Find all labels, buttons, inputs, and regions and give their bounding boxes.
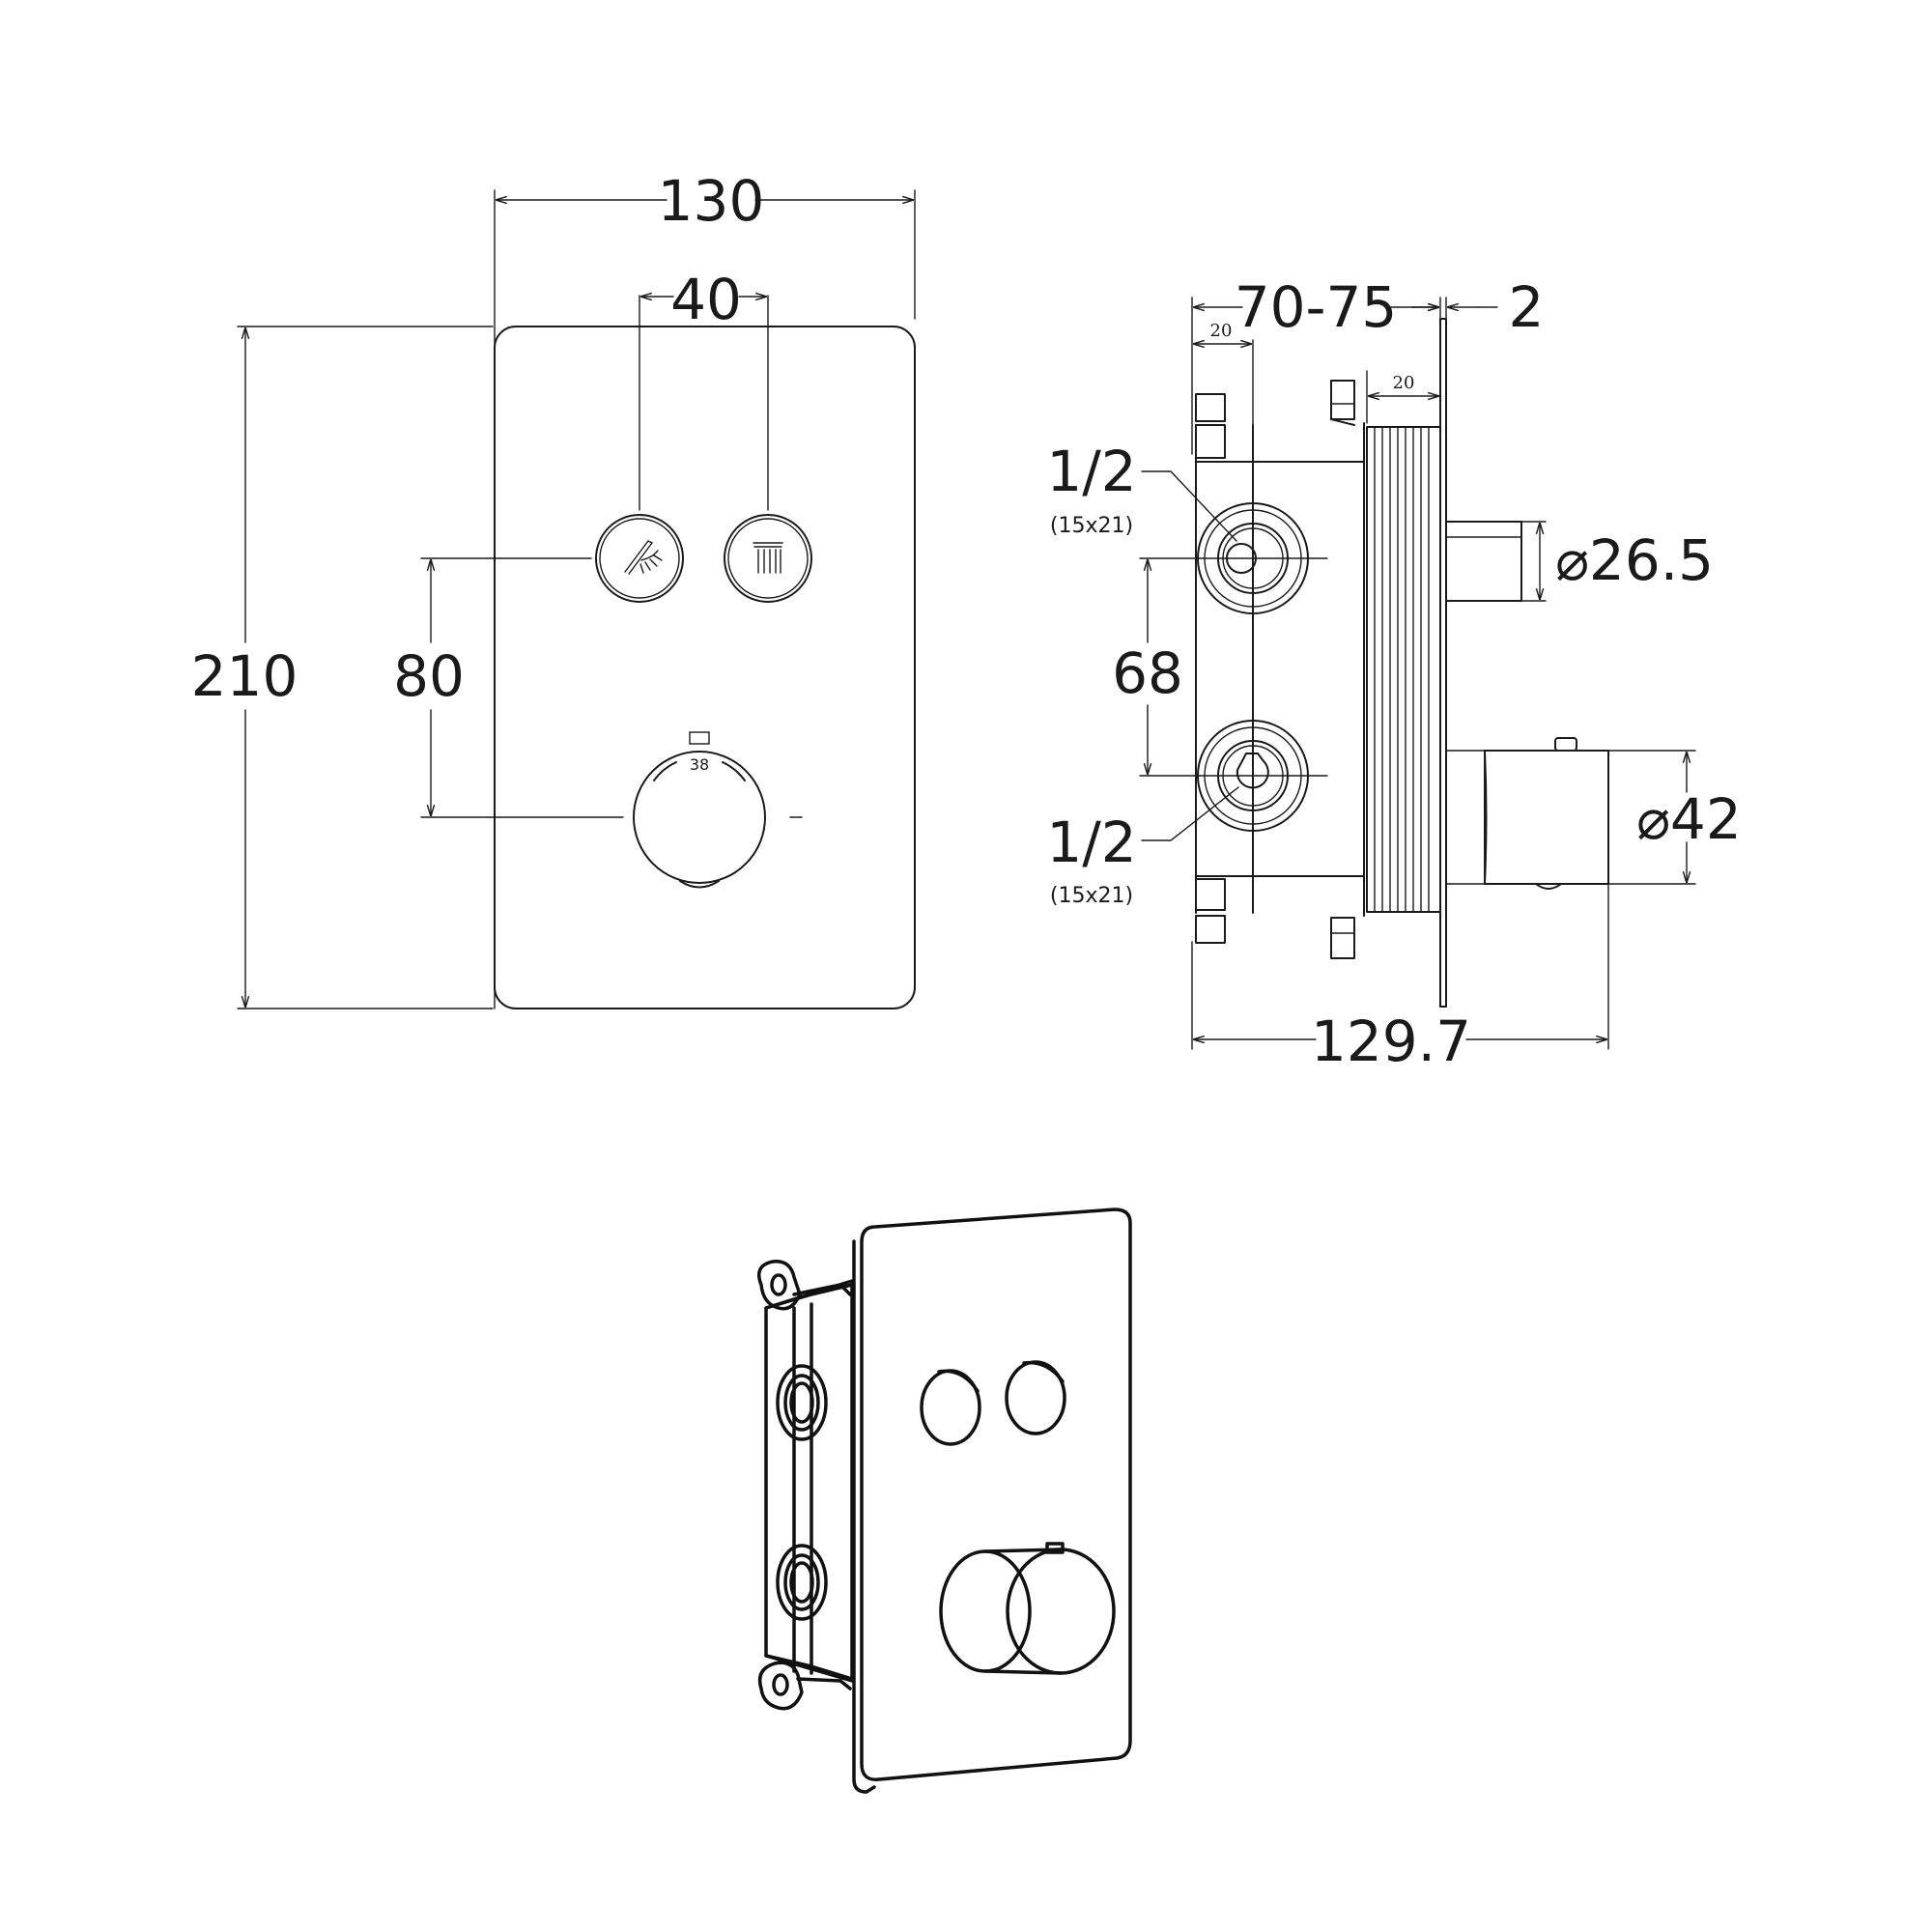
dim-label-width: 130 (658, 168, 765, 234)
button-overhead[interactable] (724, 514, 812, 603)
button-projection (1445, 521, 1522, 602)
threaded-sleeve (1366, 426, 1441, 913)
dim-label-offset-left: 20 (1210, 321, 1233, 341)
dim-button-spacing-40: 40 (639, 267, 769, 511)
dim-overall-depth-129-7: 129.7 (1191, 883, 1609, 1074)
perspective-view (757, 1208, 1132, 1794)
dim-plate-thickness-2: 2 (1411, 274, 1545, 340)
dim-knob-offset-80: 80 (393, 557, 624, 818)
knob-marking-38: 38 (690, 755, 709, 774)
dim-offset-left-20: 20 (1194, 321, 1254, 426)
button-handheld[interactable] (595, 514, 684, 603)
thermostat-knob[interactable]: 38 (633, 731, 803, 889)
dim-label-plate-thickness: 2 (1509, 274, 1545, 340)
perspective-lug-bottom (757, 1661, 852, 1711)
dim-label-button-diameter: ⌀26.5 (1555, 527, 1714, 593)
inlet-top (1195, 502, 1328, 614)
dim-offset-right-20: 20 (1366, 370, 1438, 424)
inlet-top-size: 1/2 (1046, 439, 1136, 504)
perspective-lug-top (757, 1260, 852, 1311)
inlet-bottom (1195, 720, 1328, 832)
dim-inlet-spacing-68: 68 (1112, 557, 1197, 777)
knob-projection (1445, 737, 1609, 890)
label-inlet-top: 1/2 (15x21) (1046, 439, 1237, 542)
mounting-lug-top-left (1195, 393, 1226, 459)
dim-label-depth: 70-75 (1235, 274, 1398, 340)
mounting-lug-top-right (1330, 380, 1355, 426)
dim-label-inlet-spacing: 68 (1112, 640, 1183, 706)
front-view: 130 40 210 80 (191, 168, 916, 1009)
perspective-button-right (1005, 1360, 1066, 1435)
handheld-shower-icon (624, 540, 663, 575)
label-inlet-bottom: 1/2 (15x21) (1046, 786, 1239, 908)
dim-label-knob-offset: 80 (393, 643, 465, 709)
dim-knob-diameter: ⌀42 (1607, 750, 1742, 885)
perspective-inlet-top (776, 1364, 828, 1441)
perspective-plate (852, 1208, 1132, 1794)
dim-height-210: 210 (191, 326, 494, 1009)
side-plate (1439, 318, 1447, 1008)
overhead-shower-icon (753, 542, 783, 574)
dim-label-overall-depth: 129.7 (1311, 1009, 1471, 1074)
inlet-bottom-size: 1/2 (1046, 810, 1136, 875)
perspective-inlet-bottom (776, 1544, 828, 1621)
perspective-button-left (920, 1369, 981, 1446)
inlet-bottom-spec: (15x21) (1050, 884, 1133, 908)
perspective-valve-body (764, 1279, 854, 1683)
dim-width-130: 130 (494, 168, 916, 1009)
inlet-top-spec: (15x21) (1050, 514, 1133, 538)
front-plate (494, 326, 916, 1009)
mounting-lug-bottom-right (1330, 917, 1355, 959)
dim-label-offset-right: 20 (1393, 373, 1415, 393)
dim-label-button-spacing: 40 (670, 267, 742, 332)
dim-label-knob-diameter: ⌀42 (1636, 786, 1742, 852)
dim-label-height: 210 (191, 643, 298, 709)
perspective-knob (939, 1542, 1116, 1675)
dim-depth-70-75: 70-75 (1191, 274, 1441, 455)
side-view: 70-75 2 20 20 1/2 (15x21) (1046, 274, 1741, 1074)
dim-button-diameter: ⌀26.5 (1520, 521, 1714, 602)
mounting-lug-bottom-left (1195, 878, 1226, 944)
